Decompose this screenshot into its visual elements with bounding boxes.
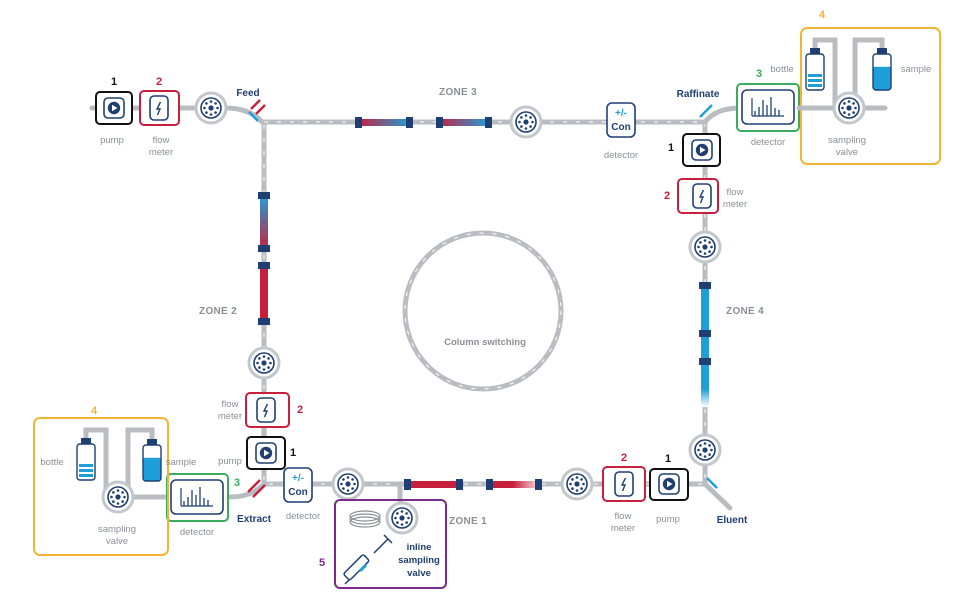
eluent-pump-number: 1	[665, 453, 671, 465]
zone1-right-rotary-valve[interactable]	[560, 467, 594, 501]
coil-icon	[349, 510, 381, 528]
syringe-icon	[343, 534, 393, 585]
zone3-rotary-valve[interactable]	[509, 105, 543, 139]
zone2-pump-number: 1	[290, 447, 296, 459]
inline-sampling-label: sampling	[398, 555, 440, 566]
feed-pump[interactable]	[95, 91, 133, 125]
extract-detector[interactable]	[166, 473, 229, 522]
zone1-detector-label: detector	[286, 511, 320, 522]
raffinate-sampling-label: sampling	[828, 135, 866, 146]
main-loop-piping	[261, 119, 708, 487]
raffinate-detector-label: detector	[751, 137, 785, 148]
raffinate-sample-label: sample	[901, 64, 932, 75]
raffinate-sampling-valve[interactable]	[832, 91, 866, 125]
raffinate-bottle-icon	[805, 47, 825, 91]
zone2-pump-label: pump	[218, 456, 242, 467]
zone4-flow-label: flow	[727, 187, 744, 198]
raffinate-line	[702, 105, 743, 125]
raffinate-sampling-group	[796, 27, 941, 165]
extract-bottle-icon	[76, 437, 96, 481]
raffinate-bottle-label: bottle	[770, 64, 793, 75]
feed-flow-meter[interactable]	[139, 90, 180, 126]
extract-sampling-group	[33, 417, 169, 556]
zone2-flow-meter[interactable]	[245, 392, 290, 428]
zone3-profile	[355, 117, 492, 128]
eluent-line	[702, 481, 733, 511]
zone1-label: ZONE 1	[449, 516, 487, 527]
zone3-detector-label: detector	[604, 150, 638, 161]
raffinate-detector-number: 3	[756, 68, 762, 80]
zone2-meter-label: meter	[218, 411, 242, 422]
zone3-concentration-detector[interactable]: +/- Con	[606, 102, 636, 138]
feed-flow-meter-number: 2	[156, 76, 162, 88]
feed-label: Feed	[236, 88, 259, 99]
zone4-pump[interactable]	[682, 133, 721, 167]
inline-label: inline	[407, 542, 432, 553]
zone4-flow-meter[interactable]	[677, 178, 719, 214]
extract-sample-label: sample	[166, 457, 197, 468]
zone2-label: ZONE 2	[199, 306, 237, 317]
extract-sampling-label: sampling	[98, 524, 136, 535]
zone4-profile	[699, 282, 711, 407]
column-switching-ring	[402, 230, 564, 392]
eluent-label: Eluent	[717, 515, 748, 526]
feed-pump-number: 1	[111, 76, 117, 88]
eluent-pump[interactable]	[649, 468, 689, 501]
center-label: Column switching	[444, 337, 526, 348]
zone2-profile	[258, 192, 270, 325]
eluent-meter-label: meter	[611, 523, 635, 534]
zone2-rotary-valve[interactable]	[247, 346, 281, 380]
raffinate-detector[interactable]	[736, 83, 800, 132]
feed-pump-label: pump	[100, 135, 124, 146]
con-bottom-label: Con	[611, 122, 630, 133]
raffinate-valve-label: valve	[836, 147, 858, 158]
zone1-rotary-valve[interactable]	[331, 467, 365, 501]
zone4-label: ZONE 4	[726, 306, 764, 317]
con-top-label-zone1: +/-	[292, 473, 304, 484]
extract-valve-label: valve	[106, 536, 128, 547]
extract-label: Extract	[237, 514, 272, 525]
zone2-flow-label: flow	[222, 399, 239, 410]
inline-sampling-valve[interactable]	[385, 501, 419, 535]
con-bottom-label-zone1: Con	[288, 487, 307, 498]
feed-rotary-valve[interactable]	[194, 91, 228, 125]
inline-sampling-group	[334, 481, 447, 589]
zone4-rotary-valve[interactable]	[688, 230, 722, 264]
raffinate-sampling-number: 4	[819, 9, 826, 21]
feed-meter-label: meter	[149, 147, 173, 158]
zone2-flow-meter-number: 2	[297, 404, 303, 416]
inline-sampling-number: 5	[319, 557, 325, 569]
inline-valve-label: valve	[407, 568, 431, 579]
eluent-flow-meter[interactable]	[602, 466, 646, 502]
zone1-profile	[404, 479, 542, 490]
raffinate-label: Raffinate	[677, 89, 720, 100]
eluent-flow-label: flow	[615, 511, 632, 522]
zone1-concentration-detector[interactable]: +/- Con	[283, 467, 313, 503]
raffinate-sample-bottle-icon	[872, 47, 892, 91]
feed-flow-label: flow	[153, 135, 170, 146]
zone3-label: ZONE 3	[439, 87, 477, 98]
zone2-pump[interactable]	[246, 436, 286, 470]
extract-sample-bottle-icon	[142, 438, 162, 482]
extract-detector-label: detector	[180, 527, 214, 538]
zone4-pump-number: 1	[668, 142, 674, 154]
extract-detector-number: 3	[234, 477, 240, 489]
eluent-flow-meter-number: 2	[621, 452, 627, 464]
con-top-label: +/-	[615, 108, 627, 119]
extract-bottle-label: bottle	[40, 457, 63, 468]
eluent-pump-label: pump	[656, 514, 680, 525]
zone4-bottom-rotary-valve[interactable]	[688, 433, 722, 467]
port-valves	[247, 99, 718, 498]
extract-sampling-number: 4	[91, 405, 98, 417]
zone4-meter-label: meter	[723, 199, 747, 210]
extract-sampling-valve[interactable]	[101, 480, 135, 514]
zone4-flow-meter-number: 2	[664, 190, 670, 202]
extract-line	[117, 481, 267, 500]
